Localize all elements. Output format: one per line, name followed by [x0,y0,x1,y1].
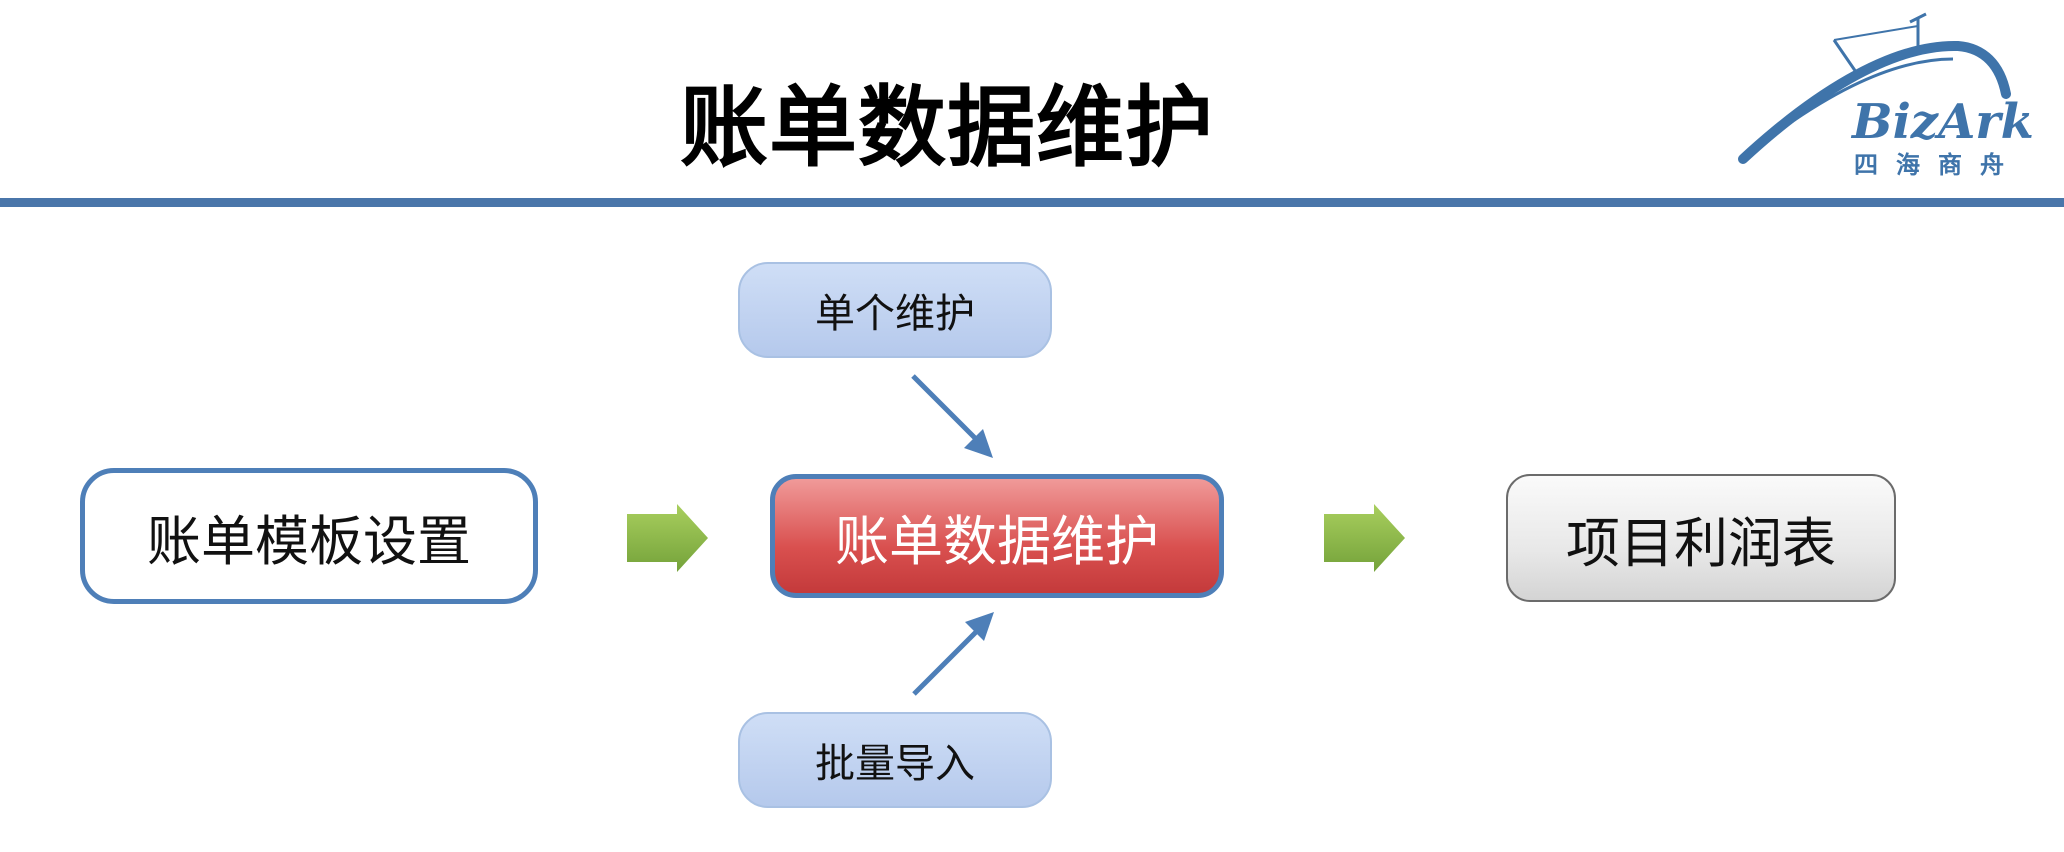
bizark-ship-logo-icon [1738,12,2011,164]
node-bill-template-setup: 账单模板设置 [80,468,538,604]
arrow-right-icon [627,504,708,572]
arrow-diagonal-up-icon [912,629,979,696]
page-title: 账单数据维护 [680,76,1215,179]
node-label: 单个维护 [815,291,975,337]
node-single-maintenance: 单个维护 [738,262,1052,358]
node-label: 账单数据维护 [835,509,1159,573]
node-batch-import: 批量导入 [738,712,1052,808]
node-bill-data-maintenance: 账单数据维护 [770,474,1224,598]
node-label: 账单模板设置 [147,509,471,573]
node-project-profit-table: 项目利润表 [1506,474,1896,602]
node-label: 批量导入 [815,741,975,787]
header-divider [0,198,2064,207]
arrow-right-icon [1324,504,1405,572]
logo-subtitle: 四海商舟 [1854,151,2022,179]
node-label: 项目利润表 [1566,511,1836,575]
logo-brand-text: BizArk [1852,94,2034,150]
arrow-diagonal-down-icon [911,374,978,441]
